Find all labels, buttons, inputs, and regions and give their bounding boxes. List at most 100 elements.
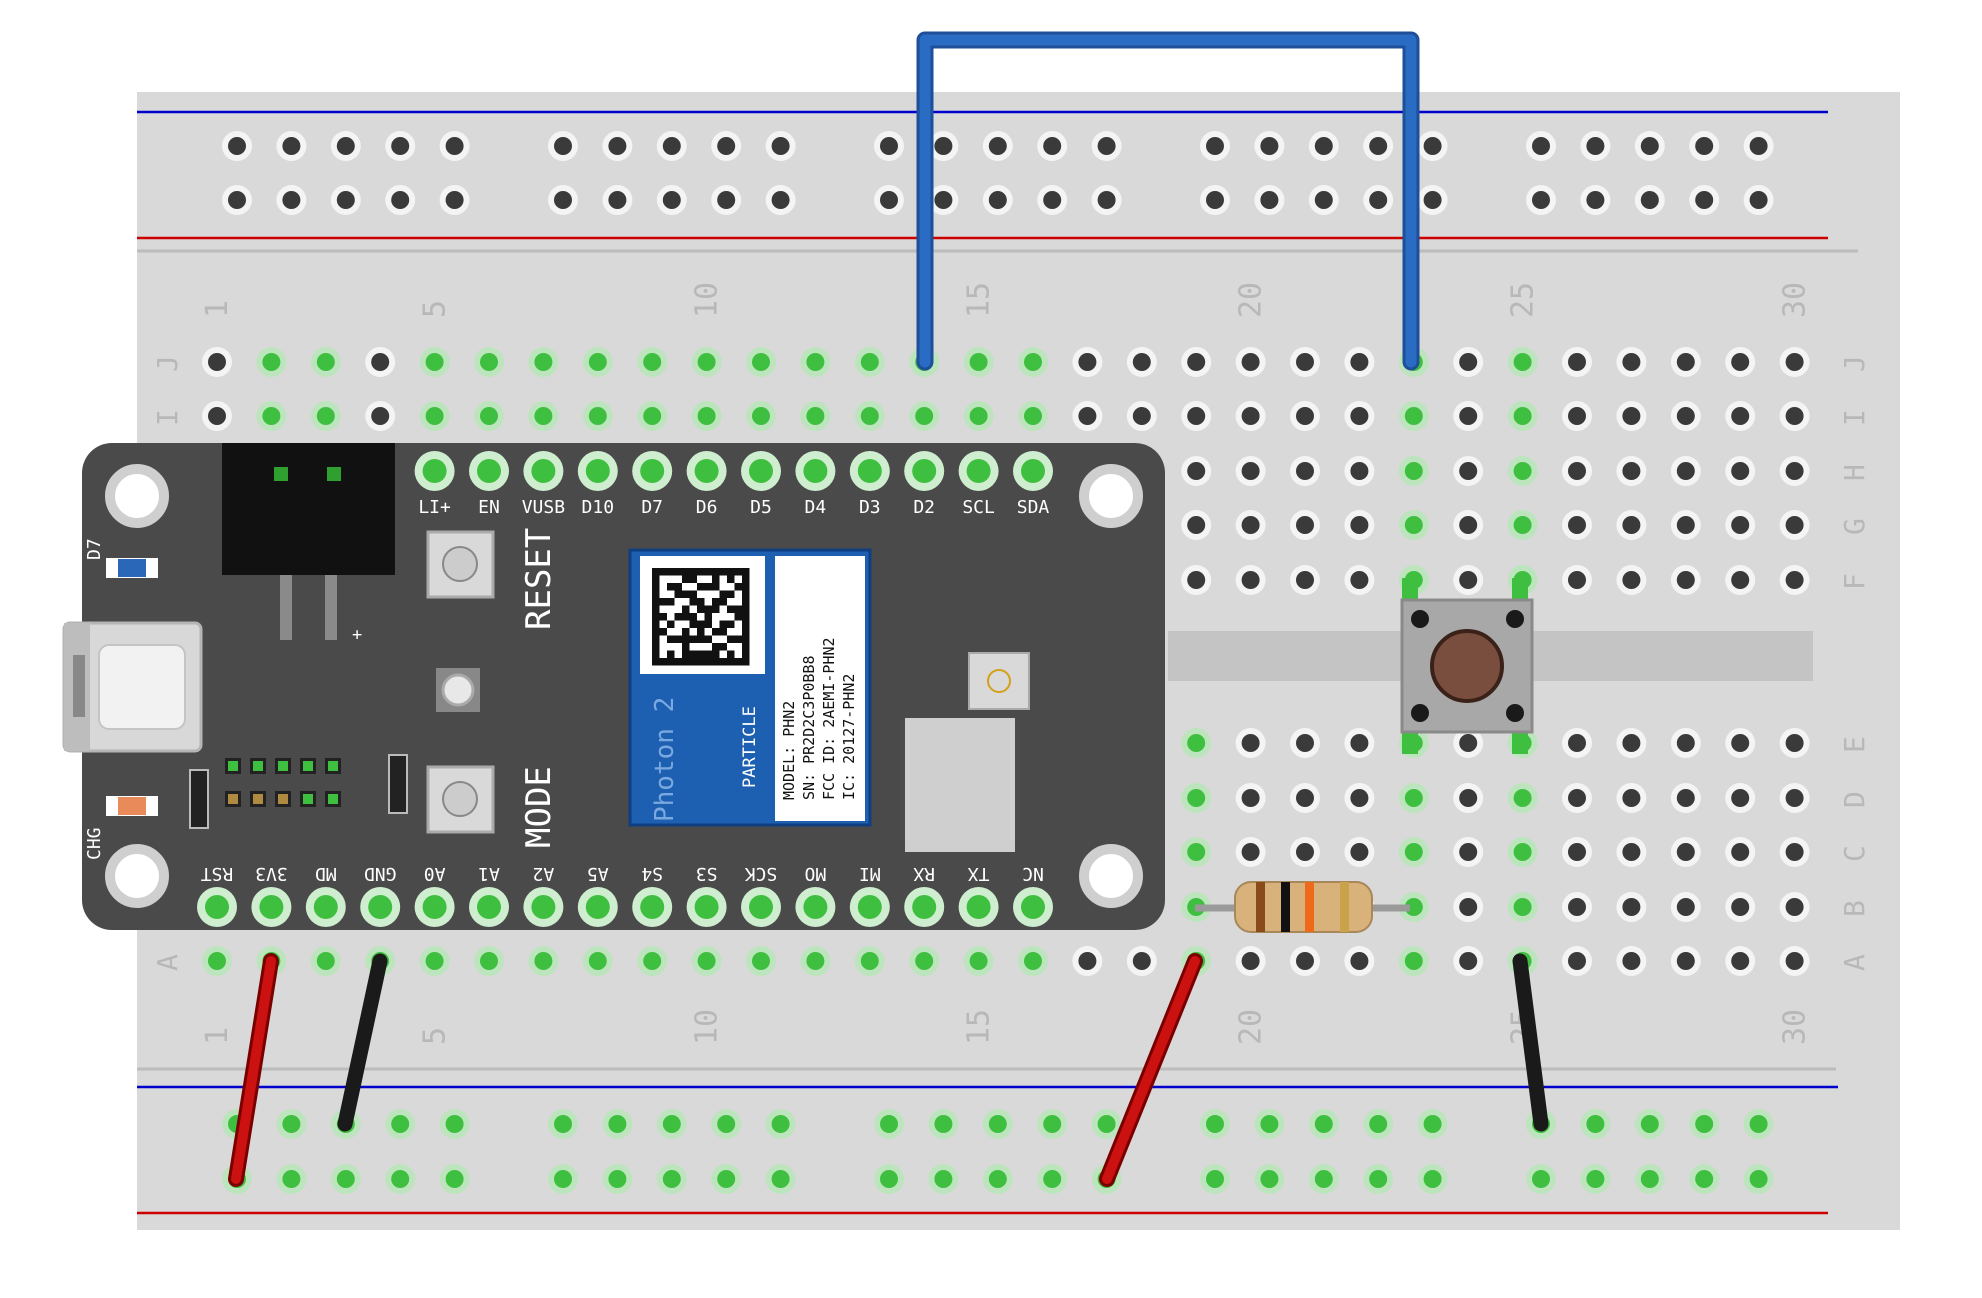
- pushbutton-cap[interactable]: [1430, 629, 1504, 703]
- hole-I20: [1241, 407, 1260, 425]
- rail-hole-top: [988, 137, 1007, 155]
- photon-pin-label-top: D10: [582, 497, 615, 518]
- rail-hole-top: [1532, 191, 1550, 209]
- rail-hole-bottom: [1206, 1170, 1224, 1188]
- reset-button[interactable]: [426, 530, 495, 599]
- rail-hole-bottom: [1369, 1115, 1388, 1133]
- hole-F20: [1241, 571, 1260, 589]
- hole-B27: [1622, 898, 1641, 916]
- row-letter-left: J: [151, 355, 184, 372]
- qr-cell: [712, 568, 720, 576]
- rail-hole-top: [1206, 137, 1224, 155]
- led-chg: [106, 796, 158, 816]
- red-wire-resistor[interactable]: [1099, 953, 1203, 1187]
- hole-C19: [1187, 843, 1206, 861]
- rail-hole-top: [1640, 191, 1659, 209]
- hole-C21: [1296, 843, 1314, 861]
- rail-hole-top: [1749, 137, 1768, 155]
- rail-hole-bottom: [608, 1115, 627, 1133]
- hole-D24: [1459, 789, 1478, 807]
- hole-H30: [1785, 462, 1804, 480]
- pushbutton[interactable]: [1400, 578, 1534, 754]
- rail-hole-top: [934, 191, 953, 209]
- component-cap-left: [189, 769, 209, 829]
- photon-pin-A1: [477, 895, 501, 919]
- col-number-bottom: 10: [690, 1009, 725, 1045]
- qr-cell: [719, 643, 727, 651]
- hole-I24: [1459, 407, 1478, 425]
- hole-F21: [1296, 571, 1314, 589]
- module-line-1: SN: PR2D2C3P0BB8: [800, 656, 818, 801]
- qr-cell: [704, 658, 712, 666]
- photon-pin-label-top: SDA: [1017, 497, 1050, 518]
- col-number-top: 25: [1506, 282, 1541, 318]
- photon-pin-D6: [694, 459, 719, 483]
- hole-G28: [1676, 516, 1695, 534]
- qr-cell: [704, 583, 712, 591]
- rail-hole-bottom: [1586, 1170, 1605, 1188]
- hole-I9: [643, 407, 662, 425]
- photon-pin-label-top: D4: [805, 497, 827, 518]
- row-letter-right: E: [1838, 736, 1871, 753]
- rail-hole-bottom: [1260, 1115, 1279, 1133]
- black-wire-button[interactable]: [1512, 953, 1549, 1132]
- module-brand: Photon 2: [650, 697, 680, 822]
- rail-hole-bottom: [717, 1170, 736, 1188]
- hole-A29: [1731, 952, 1750, 970]
- hole-H27: [1622, 462, 1641, 480]
- hole-A26: [1568, 952, 1586, 970]
- component-cap-mid: [388, 754, 408, 814]
- header-pad-center: [278, 761, 288, 771]
- qr-cell: [727, 568, 735, 576]
- blue-jumper-wire[interactable]: [916, 31, 1420, 371]
- hole-A6: [480, 952, 498, 970]
- hole-J5: [425, 353, 444, 371]
- hole-F27: [1622, 571, 1641, 589]
- photon-pin-label-top: D7: [641, 497, 663, 518]
- photon-pin-D7: [640, 459, 665, 483]
- hole-A15: [969, 952, 988, 970]
- rail-hole-bottom: [1423, 1170, 1442, 1188]
- hole-I23: [1404, 407, 1423, 425]
- hole-A30: [1785, 952, 1804, 970]
- hole-D26: [1568, 789, 1586, 807]
- qr-cell: [712, 658, 720, 666]
- col-number-bottom: 20: [1234, 1009, 1269, 1045]
- module-maker: PARTICLE: [740, 706, 760, 788]
- photon-pin-D10: [585, 459, 610, 483]
- hole-G29: [1731, 516, 1750, 534]
- resistor-band-4: [1340, 882, 1349, 932]
- hole-G25: [1513, 516, 1532, 534]
- hole-J28: [1676, 353, 1695, 371]
- qr-cell: [697, 605, 705, 613]
- row-letter-right: I: [1838, 409, 1871, 426]
- mount-hole-tr: [1079, 464, 1143, 528]
- hole-J27: [1622, 353, 1641, 371]
- hole-A3: [316, 952, 335, 970]
- hole-A9: [643, 952, 662, 970]
- rf-shield: [905, 718, 1015, 852]
- photon-pin-SCL: [966, 459, 991, 483]
- qr-cell: [734, 635, 742, 643]
- hole-G24: [1459, 516, 1478, 534]
- col-number-bottom: 30: [1778, 1009, 1813, 1045]
- photon-pin-label-top: EN: [478, 497, 500, 518]
- rgb-led: [436, 668, 480, 712]
- photon-pin-A5: [585, 895, 610, 919]
- mode-button[interactable]: [426, 765, 495, 834]
- qr-cell: [682, 658, 690, 666]
- red-wire-3v3[interactable]: [228, 953, 279, 1187]
- hole-D22: [1350, 789, 1369, 807]
- qr-cell: [674, 568, 682, 576]
- rail-hole-bottom: [1586, 1115, 1605, 1133]
- qr-cell: [727, 605, 735, 613]
- qr-cell: [682, 590, 690, 598]
- row-letter-right: A: [1838, 954, 1871, 971]
- black-wire-gnd[interactable]: [337, 953, 388, 1132]
- rail-hole-top: [771, 137, 790, 155]
- hole-D29: [1731, 789, 1750, 807]
- rail-hole-top: [717, 191, 736, 209]
- hole-B26: [1568, 898, 1586, 916]
- hole-A8: [588, 952, 607, 970]
